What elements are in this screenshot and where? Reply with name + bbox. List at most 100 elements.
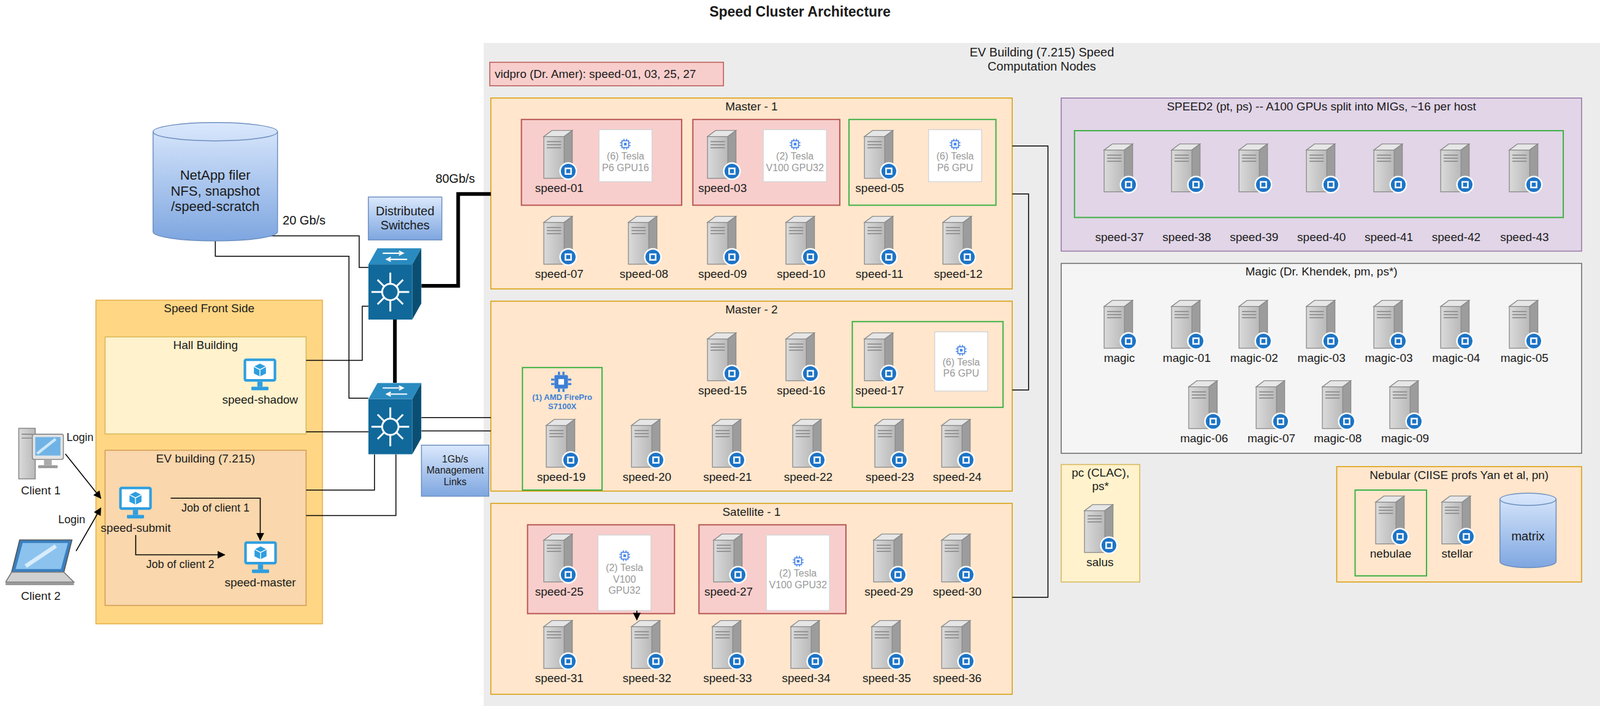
node-text: speed-12 [933,267,983,281]
server-icon [1440,144,1474,194]
server-icon [1256,380,1289,430]
node-text: speed-38 [1162,230,1211,244]
network-wire [1012,145,1048,598]
server-icon [864,130,897,180]
node-text: speed-42 [1432,230,1481,244]
server-icon [1235,299,1273,351]
server-icon [874,419,908,469]
server-node: magic-04 [1432,299,1480,365]
free-label: 80Gb/s [435,171,475,186]
server-icon [1440,299,1474,349]
server-icon [543,216,577,266]
server-node: speed-17 [855,331,904,398]
server-node: speed-33 [703,619,752,685]
server-node: speed-29 [864,532,913,599]
server-icon [543,620,577,670]
server-icon [1171,299,1204,349]
server-node: magic-05 [1500,299,1549,365]
gpu-group-frame [849,119,997,206]
server-node: magic-01 [1162,299,1211,365]
server-icon [1509,299,1542,349]
node-text: NetApp filer NFS, snapshot /speed-scratc… [169,167,262,214]
server-icon [790,620,824,670]
server-node: speed-41 [1364,142,1414,244]
server-node: speed-20 [622,418,672,484]
network-box-shape [421,445,489,496]
server-icon [1168,299,1206,351]
client-desktop: Client 1 [16,424,66,498]
server-icon [1084,503,1117,553]
cylinder-rim [153,131,278,141]
network-box: 1Gb/s Management Links [421,445,489,496]
node-text: speed-15 [698,383,747,398]
free-label: (1) AMD FirePro S7100X [525,392,599,412]
gpu-card: (6) Tesla P6 GPU [934,331,989,392]
node-text: speed-master [224,575,296,590]
node-text: speed-25 [535,584,584,599]
group-panel-shape [1061,262,1582,454]
cylinder-body [1500,492,1557,568]
node-text: Client 1 [20,483,61,498]
server-node: magic [1100,299,1138,365]
gpu-group-frame [522,367,602,490]
server-icon [871,620,905,670]
node-text: Magic (Dr. Khendek, pm, ps*) [1061,262,1582,281]
server-node: speed-25 [535,532,584,599]
network-box-shape [368,196,442,240]
server-node: speed-24 [933,418,982,484]
desktop-icon [18,428,64,479]
node-text: speed-24 [933,470,982,484]
gpu-chip-icon [791,554,805,568]
server-node: speed-38 [1162,142,1211,244]
node-text: speed-40 [1297,230,1346,244]
server-icon [1104,144,1137,194]
server-icon [540,215,578,267]
node-text: Distributed Switches [368,201,442,235]
node-text: speed-29 [864,584,913,599]
node-text: speed-09 [698,267,747,281]
server-icon [628,619,666,671]
desktop-icon [16,424,66,483]
server-icon [1171,144,1204,194]
group-panel-shape [95,299,323,624]
node-text: speed-22 [784,470,833,484]
switch-icon [368,247,422,320]
group-panel: Satellite - 1speed-25(2) Tesla V100 GPU3… [491,503,1013,694]
node-text: nebulae [1370,546,1412,561]
node-text: (6) Tesla P6 GPU [930,150,981,174]
server-node: speed-42 [1432,142,1481,244]
server-icon [1437,142,1475,194]
network-wire [250,236,369,268]
server-icon [861,129,899,181]
gpu-card-shape [766,534,830,610]
node-text: (2) Tesla V100 GPU32 [599,562,650,596]
workstation-node: speed-master [224,540,296,590]
server-node: speed-21 [703,418,752,484]
server-icon [540,129,578,181]
gpu-card-shape [934,331,989,392]
owner-tag: vidpro (Dr. Amer): speed-01, 03, 25, 27 [489,62,724,86]
server-node: speed-36 [933,619,982,685]
server-icon [1441,495,1475,545]
server-icon [543,130,577,180]
group-panel: pc (CLAC), ps*salus [1061,464,1140,582]
server-node: speed-37 [1094,142,1144,244]
server-icon [1238,144,1272,194]
connector-arrow [636,609,638,620]
server-icon [942,419,975,469]
monitor-icon [243,540,277,573]
server-icon [1238,299,1272,349]
node-text: speed-05 [855,181,904,195]
building-region-shape [483,42,1600,706]
gpu-card: (2) Tesla V100 GPU32 [763,129,827,182]
server-icon [785,216,819,266]
node-text: magic-02 [1230,351,1279,365]
gpu-card: (6) Tesla P6 GPU [928,129,983,182]
server-node: speed-09 [698,215,747,281]
node-text: magic-08 [1313,431,1362,446]
owner-group-frame [521,119,682,206]
node-text: magic-03 [1297,351,1346,365]
gpu-chip-icon [948,137,962,151]
server-icon [1373,144,1407,194]
server-icon [1081,503,1119,555]
